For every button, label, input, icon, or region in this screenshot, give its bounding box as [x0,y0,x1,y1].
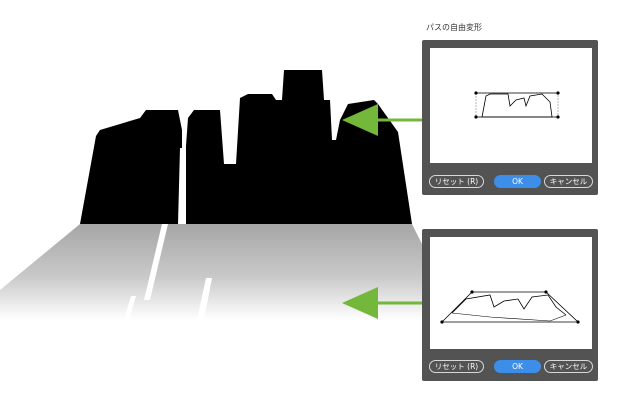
free-distort-dialog-top: リセット (R) OK キャンセル [422,40,598,195]
reset-button[interactable]: リセット (R) [429,360,484,373]
road-lines [124,224,212,320]
cancel-button[interactable]: キャンセル [544,360,593,373]
preview-area [430,48,592,163]
preview-shape [440,290,580,324]
cancel-button[interactable]: キャンセル [544,175,593,188]
road-shape [0,224,460,320]
free-distort-dialog-bottom: リセット (R) OK キャンセル [422,229,598,381]
preview-shape [474,91,560,119]
ok-button[interactable]: OK [494,360,541,373]
city-silhouette [80,70,412,224]
reset-button[interactable]: リセット (R) [429,175,484,188]
preview-area [430,237,592,349]
ok-button[interactable]: OK [494,175,541,188]
dialog-title: パスの自由変形 [426,23,482,32]
